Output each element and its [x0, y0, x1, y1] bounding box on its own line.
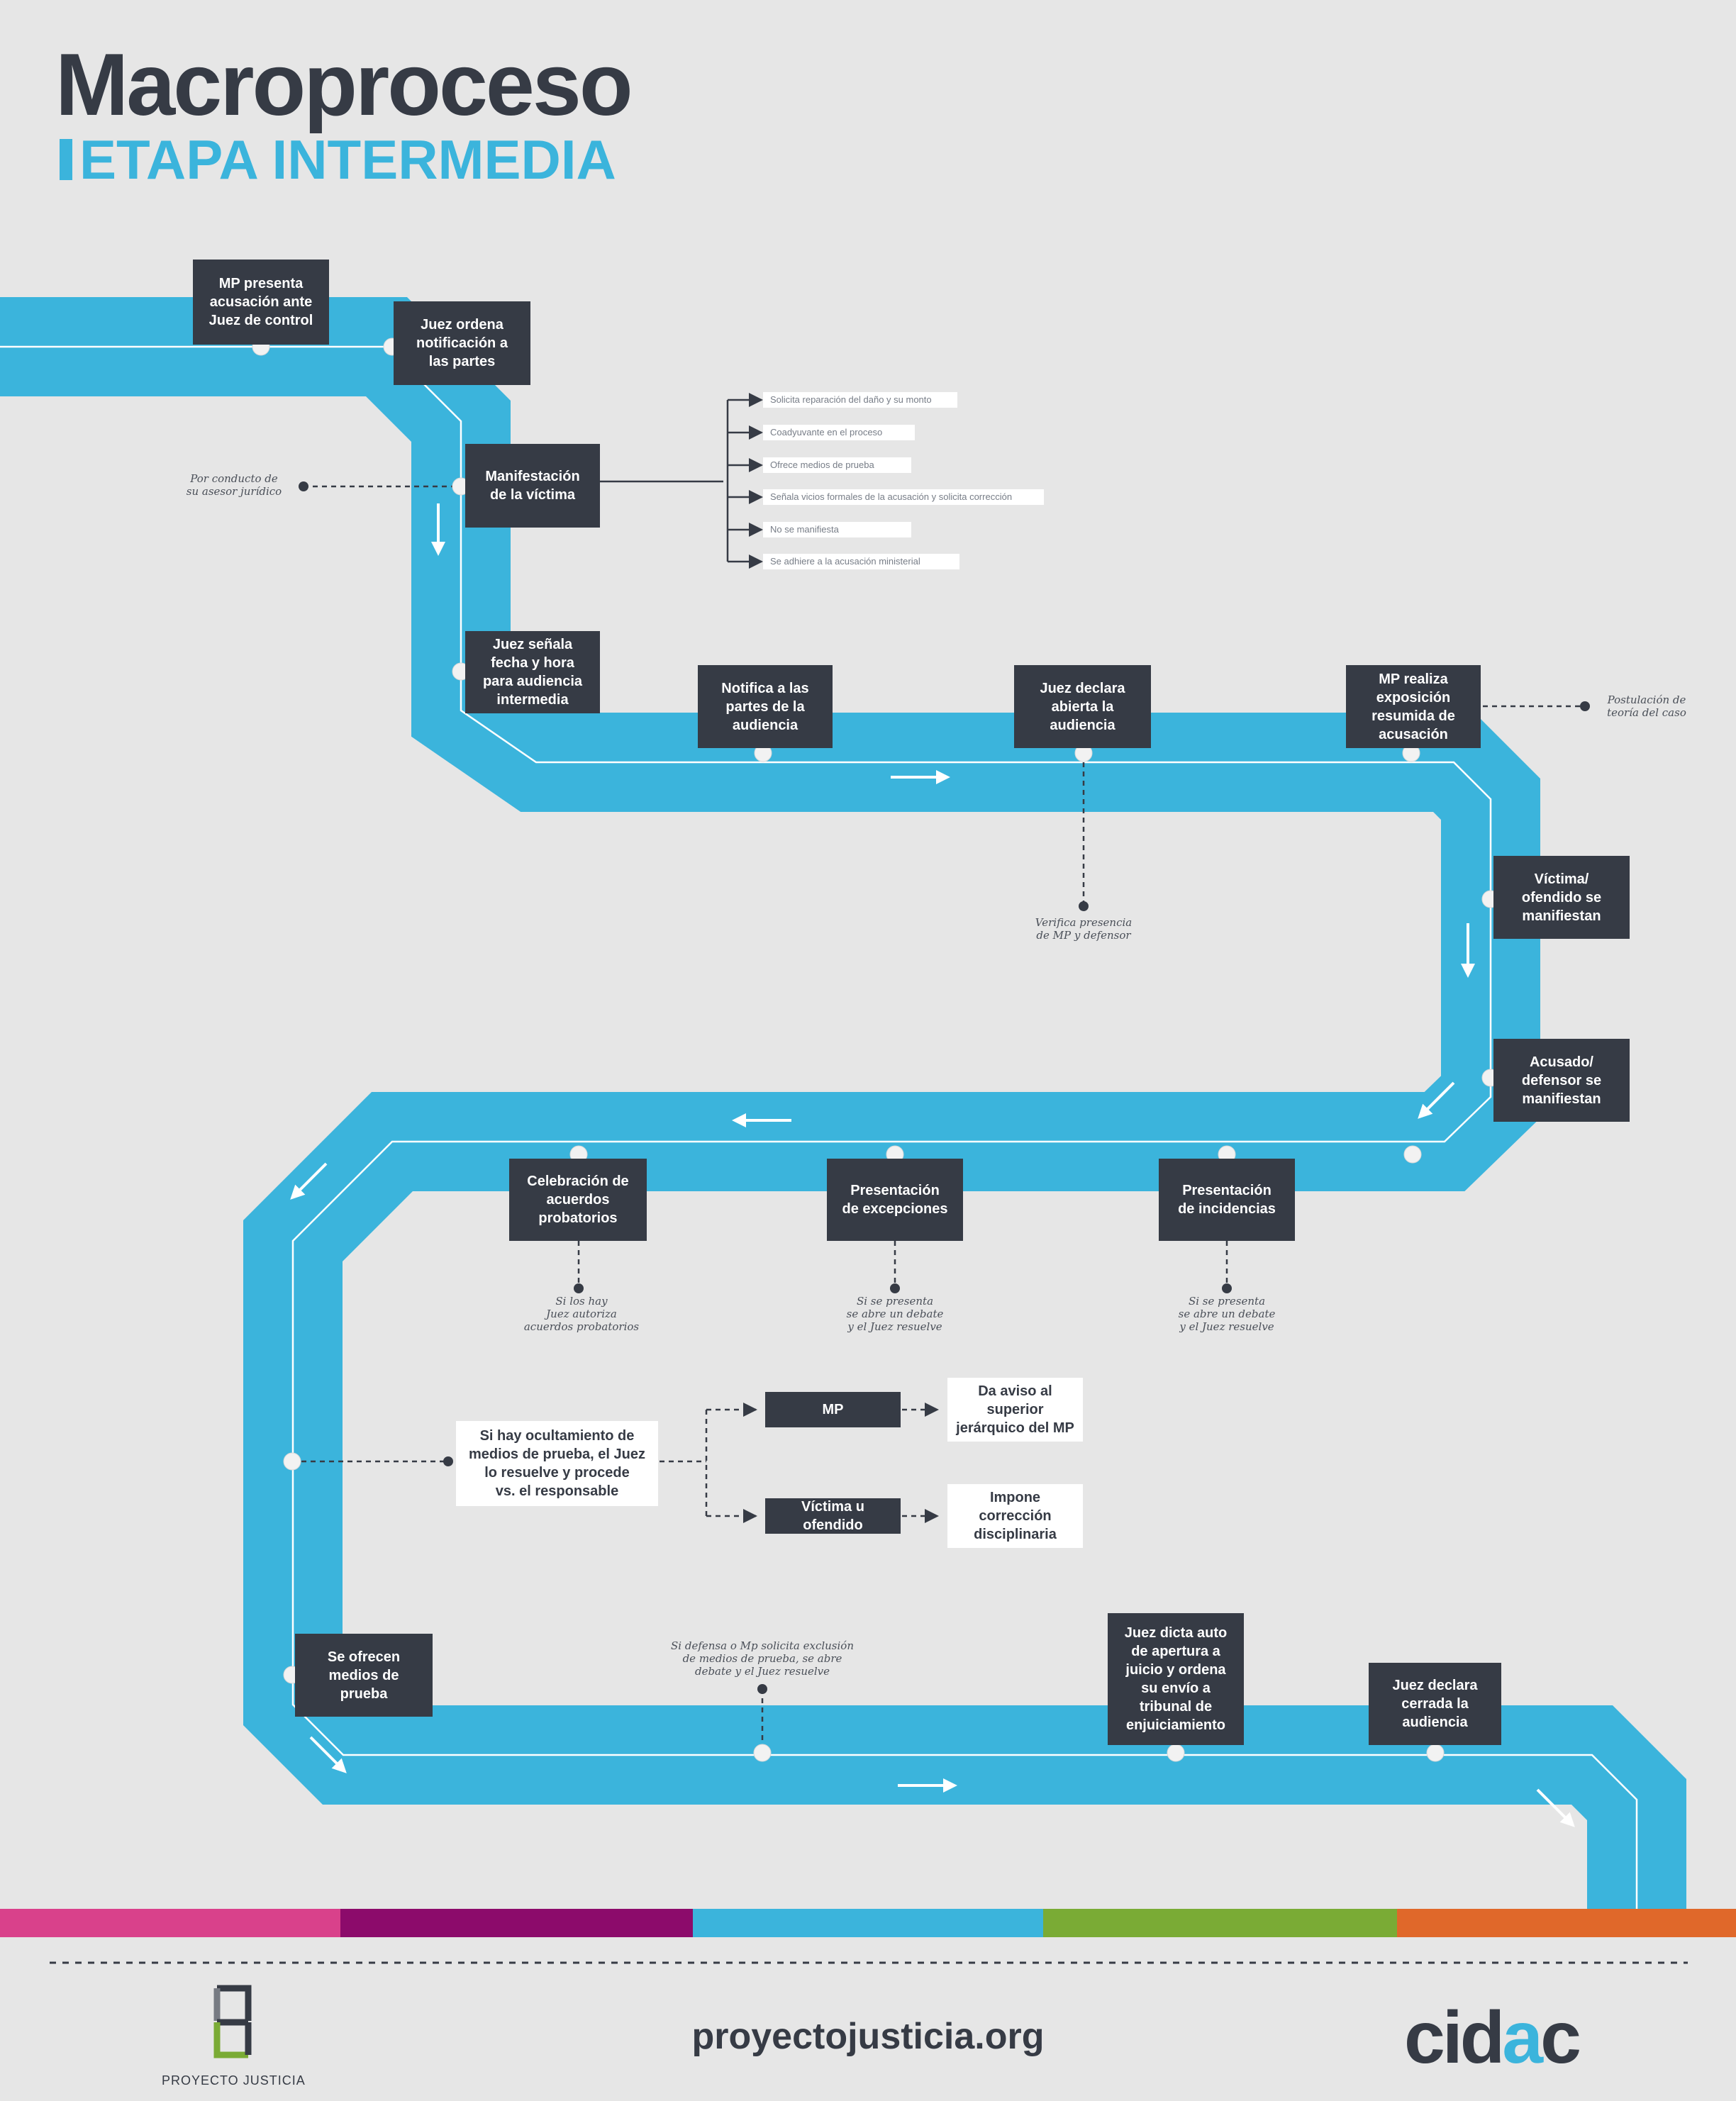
note-exclusion-medios: Si defensa o Mp solicita exclusión de me…	[671, 1639, 854, 1678]
option-senala-vicios: Señala vicios formales de la acusación y…	[763, 489, 1044, 505]
step-juez-dicta-auto: Juez dicta auto de apertura a juicio y o…	[1108, 1613, 1244, 1745]
step-juez-declara-abierta: Juez declara abierta la audiencia	[1014, 665, 1151, 748]
cidac-logo-part-2: a	[1502, 1997, 1543, 2079]
page-title: Macroproceso	[55, 36, 633, 134]
step-celebracion-acuerdos: Celebración de acuerdos probatorios	[509, 1159, 647, 1241]
color-strip-orange	[1397, 1909, 1736, 1937]
note-teoria-caso: Postulación de teoría del caso	[1607, 693, 1686, 719]
step-se-ofrecen-medios: Se ofrecen medios de prueba	[295, 1634, 433, 1717]
proyecto-justicia-logo-text: PROYECTO JUSTICIA	[162, 2073, 306, 2088]
color-strip-purple	[340, 1909, 693, 1937]
branch-victima-ofendido: Víctima u ofendido	[765, 1498, 901, 1534]
step-manifestacion-victima: Manifestación de la víctima	[465, 444, 600, 528]
color-strip-green	[1043, 1909, 1397, 1937]
step-ocultamiento-medios: Si hay ocultamiento de medios de prueba,…	[456, 1421, 658, 1506]
step-juez-ordena-notificacion: Juez ordena notificación a las partes	[394, 301, 530, 385]
note-verifica-presencia: Verifica presencia de MP y defensor	[1035, 916, 1133, 942]
note-incidencias-debate: Si se presenta se abre un debate y el Ju…	[1178, 1295, 1276, 1333]
outcome-impone-correccion: Impone corrección disciplinaria	[947, 1484, 1083, 1548]
cidac-logo-part-1: cid	[1404, 1997, 1505, 2079]
step-juez-senala-fecha: Juez señala fecha y hora para audiencia …	[465, 631, 600, 713]
step-presentacion-excepciones: Presentación de excepciones	[827, 1159, 963, 1241]
color-strip-blue	[693, 1909, 1043, 1937]
proyecto-justicia-logo	[213, 1985, 252, 2058]
subtitle-accent-bar	[60, 139, 72, 180]
note-excepciones-debate: Si se presenta se abre un debate y el Ju…	[846, 1295, 944, 1333]
color-strip-pink	[0, 1909, 340, 1937]
road-guide-line	[0, 345, 1638, 1915]
step-acusado-defensor-manifiestan: Acusado/ defensor se manifiestan	[1493, 1039, 1630, 1122]
subtitle-text: ETAPA INTERMEDIA	[79, 128, 616, 191]
cidac-logo: cidac	[1404, 2001, 1581, 2075]
option-coadyuvante: Coadyuvante en el proceso	[763, 425, 915, 440]
option-se-adhiere: Se adhiere a la acusación ministerial	[763, 554, 959, 569]
connector-dots	[299, 481, 1590, 1694]
branch-mp: MP	[765, 1392, 901, 1427]
step-juez-declara-cerrada: Juez declara cerrada la audiencia	[1369, 1663, 1501, 1745]
note-acuerdos-probatorios: Si los hay Juez autoriza acuerdos probat…	[523, 1295, 640, 1333]
option-ofrece-medios-prueba: Ofrece medios de prueba	[763, 457, 911, 473]
page-subtitle: ETAPA INTERMEDIA	[60, 132, 616, 187]
step-presentacion-incidencias: Presentación de incidencias	[1159, 1159, 1295, 1241]
step-victima-ofendido-manifiestan: Víctima/ ofendido se manifiestan	[1493, 856, 1630, 939]
website-url[interactable]: proyectojusticia.org	[691, 2016, 1045, 2057]
step-notifica-partes: Notifica a las partes de la audiencia	[698, 665, 833, 748]
option-no-se-manifiesta: No se manifiesta	[763, 522, 911, 537]
option-reparacion-dano: Solicita reparación del daño y su monto	[763, 392, 957, 408]
cidac-logo-part-3: c	[1540, 1997, 1581, 2079]
step-mp-realiza-exposicion: MP realiza exposición resumida de acusac…	[1346, 665, 1481, 748]
note-asesor-juridico: Por conducto de su asesor jurídico	[186, 472, 282, 498]
step-mp-presenta-acusacion: MP presenta acusación ante Juez de contr…	[193, 260, 329, 345]
option-branches	[600, 393, 763, 569]
outcome-da-aviso-superior: Da aviso al superior jerárquico del MP	[947, 1378, 1083, 1442]
direction-arrows	[290, 503, 1575, 1827]
